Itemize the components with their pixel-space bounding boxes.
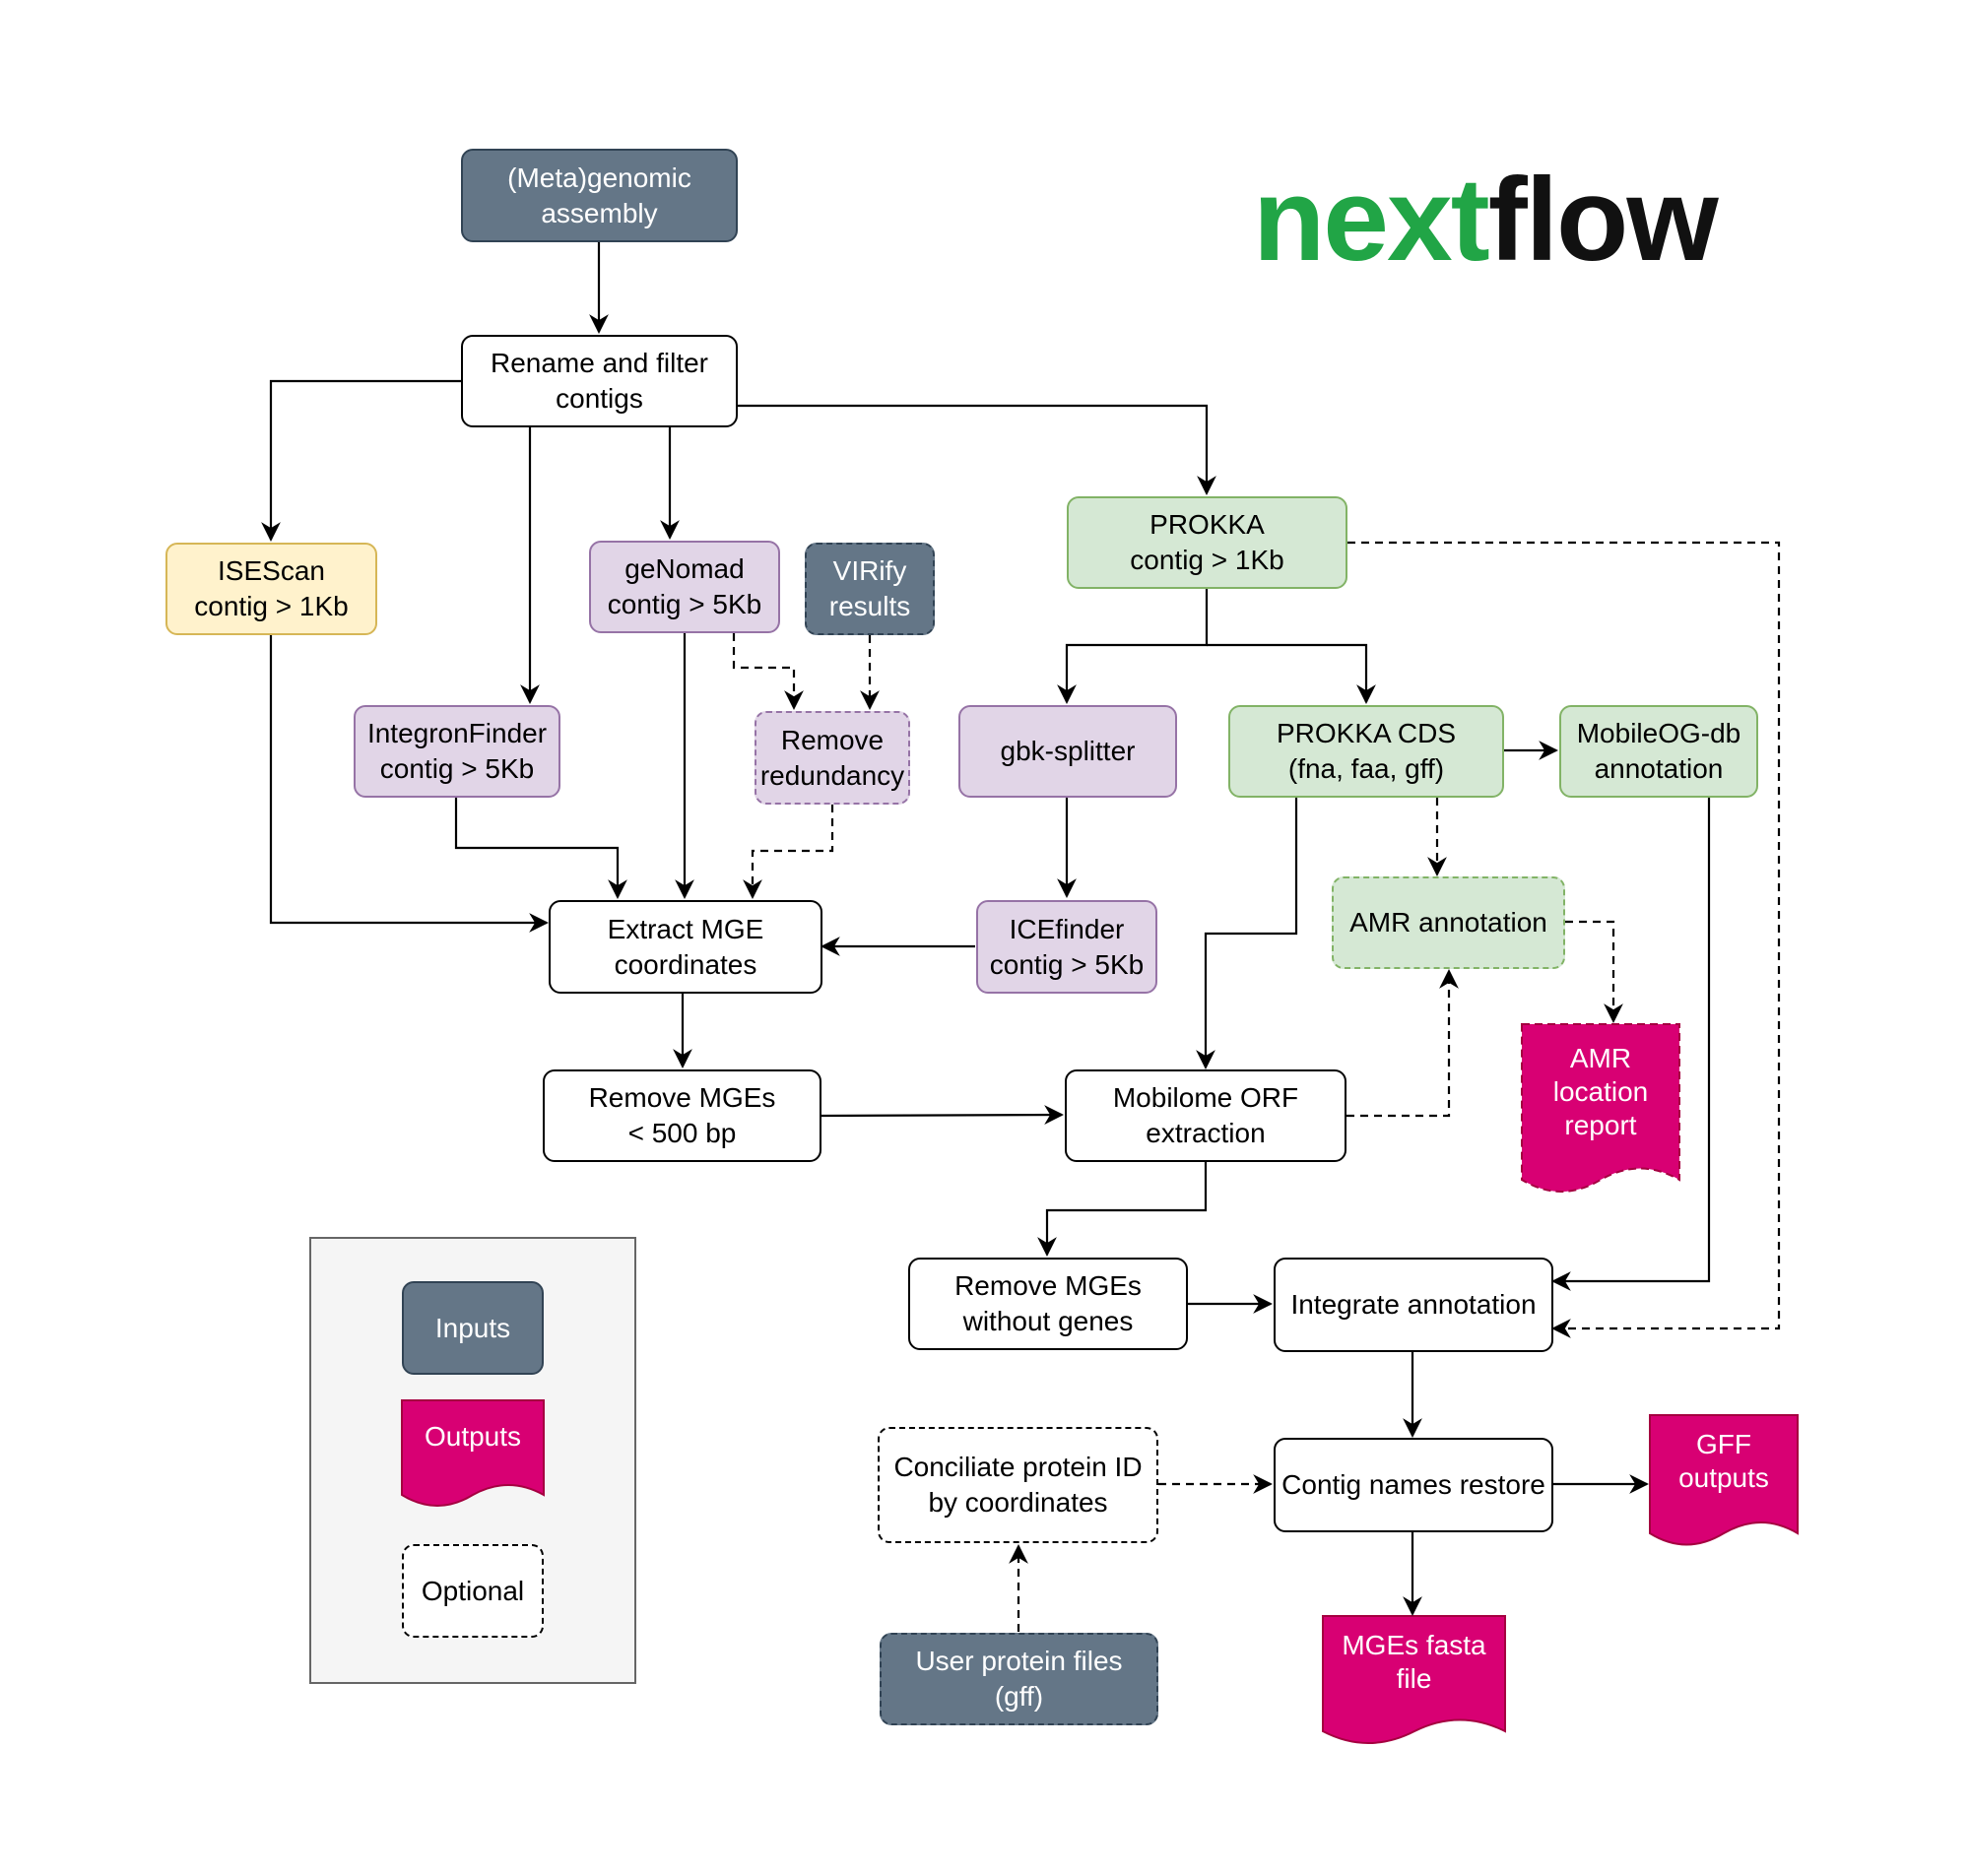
edge-rename-isescan: [261, 379, 461, 542]
node-remove-nogenes: Remove MGEs without genes: [908, 1258, 1188, 1350]
logo-part-flow: flow: [1487, 154, 1719, 286]
node-isescan: ISEScan contig > 1Kb: [165, 543, 377, 635]
node-remove-500: Remove MGEs < 500 bp: [543, 1069, 821, 1162]
node-remove-redundancy-label: Remove redundancy: [759, 724, 905, 791]
node-rename: Rename and filter contigs: [461, 335, 738, 427]
output-mges-fasta-label: MGEs fasta file: [1342, 1630, 1486, 1694]
node-extract-mge: Extract MGE coordinates: [549, 900, 822, 994]
node-integron: IntegronFinder contig > 5Kb: [354, 705, 560, 798]
edge-rename-prokka: [738, 404, 1216, 495]
nextflow-logo: nextflow: [1253, 154, 1719, 286]
legend-outputs-shape: [401, 1399, 545, 1507]
node-prokka-cds-label: PROKKA CDS (fna, faa, gff): [1276, 718, 1457, 784]
node-prokka-cds: PROKKA CDS (fna, faa, gff): [1228, 705, 1504, 798]
node-remove-500-label: Remove MGEs < 500 bp: [588, 1082, 776, 1148]
edge-prokka-gbk: [1057, 589, 1209, 704]
node-remove-redundancy: Remove redundancy: [755, 711, 910, 805]
node-amr-annotation: AMR annotation: [1332, 876, 1565, 969]
node-mobilome-orf-label: Mobilome ORF extraction: [1112, 1082, 1299, 1148]
node-integrate-label: Integrate annotation: [1290, 1289, 1537, 1320]
node-conciliate: Conciliate protein ID by coordinates: [878, 1427, 1158, 1543]
node-user-protein-label: User protein files (gff): [915, 1646, 1123, 1712]
edge-prokka-cds: [1207, 643, 1368, 702]
node-mobileog: MobileOG-db annotation: [1559, 705, 1758, 798]
node-genomad-label: geNomad contig > 5Kb: [607, 553, 762, 619]
node-rename-label: Rename and filter contigs: [490, 348, 708, 414]
legend-inputs-label: Inputs: [434, 1312, 511, 1343]
edge-remove500-orf: [821, 1105, 1064, 1125]
output-gff-label: GFF outputs: [1678, 1429, 1769, 1493]
edge-mobileog-integrate: [1551, 798, 1711, 1291]
node-contig-restore-label: Contig names restore: [1281, 1469, 1545, 1500]
node-prokka: PROKKA contig > 1Kb: [1067, 496, 1347, 589]
node-integron-label: IntegronFinder contig > 5Kb: [366, 718, 548, 784]
output-amr-report-label: AMR location report: [1552, 1043, 1649, 1140]
output-mges-fasta: MGEs fasta file: [1323, 1629, 1505, 1696]
node-amr-annotation-label: AMR annotation: [1349, 907, 1547, 938]
legend-inputs: Inputs: [402, 1281, 544, 1375]
node-integrate: Integrate annotation: [1274, 1258, 1553, 1352]
edge-prokka-integrate: [1347, 541, 1781, 1338]
output-gff: GFF outputs: [1650, 1428, 1798, 1495]
node-remove-nogenes-label: Remove MGEs without genes: [954, 1270, 1142, 1336]
node-virify-label: VIRify results: [828, 555, 911, 621]
legend-outputs: Outputs: [402, 1420, 544, 1454]
legend-outputs-label: Outputs: [424, 1421, 522, 1452]
legend-optional-label: Optional: [421, 1575, 525, 1606]
node-assembly-label: (Meta)genomic assembly: [507, 162, 691, 228]
node-isescan-label: ISEScan contig > 1Kb: [194, 555, 349, 621]
node-gbk-splitter: gbk-splitter: [958, 705, 1177, 798]
edge-amr-report: [1565, 920, 1623, 1023]
node-extract-mge-label: Extract MGE coordinates: [607, 913, 764, 980]
output-amr-report: AMR location report: [1522, 1042, 1679, 1142]
node-genomad: geNomad contig > 5Kb: [589, 541, 780, 633]
node-mobilome-orf: Mobilome ORF extraction: [1065, 1069, 1346, 1162]
gff-outputs-shape: [1649, 1414, 1799, 1546]
edge-genomad-redundancy: [732, 633, 804, 710]
mges-fasta-shape: [1322, 1615, 1506, 1744]
edge-integron-extract: [454, 798, 627, 899]
node-mobileog-label: MobileOG-db annotation: [1576, 718, 1741, 784]
amr-report-shape: [1521, 1023, 1680, 1193]
node-prokka-label: PROKKA contig > 1Kb: [1130, 509, 1284, 575]
node-contig-restore: Contig names restore: [1274, 1438, 1553, 1532]
node-icefinder: ICEfinder contig > 5Kb: [976, 900, 1157, 994]
edge-redundancy-extract: [743, 805, 834, 899]
node-assembly: (Meta)genomic assembly: [461, 149, 738, 242]
edge-cds-orf: [1196, 798, 1298, 1069]
node-icefinder-label: ICEfinder contig > 5Kb: [989, 913, 1145, 980]
node-virify: VIRify results: [805, 543, 935, 635]
node-conciliate-label: Conciliate protein ID by coordinates: [893, 1452, 1143, 1518]
edge-orf-nogenes: [1037, 1162, 1208, 1257]
edge-orf-amr: [1346, 969, 1459, 1118]
legend-optional: Optional: [402, 1544, 544, 1638]
logo-part-next: next: [1253, 154, 1490, 286]
node-user-protein: User protein files (gff): [880, 1633, 1158, 1725]
edge-isescan-extract: [269, 635, 549, 933]
node-gbk-splitter-label: gbk-splitter: [1000, 736, 1136, 766]
